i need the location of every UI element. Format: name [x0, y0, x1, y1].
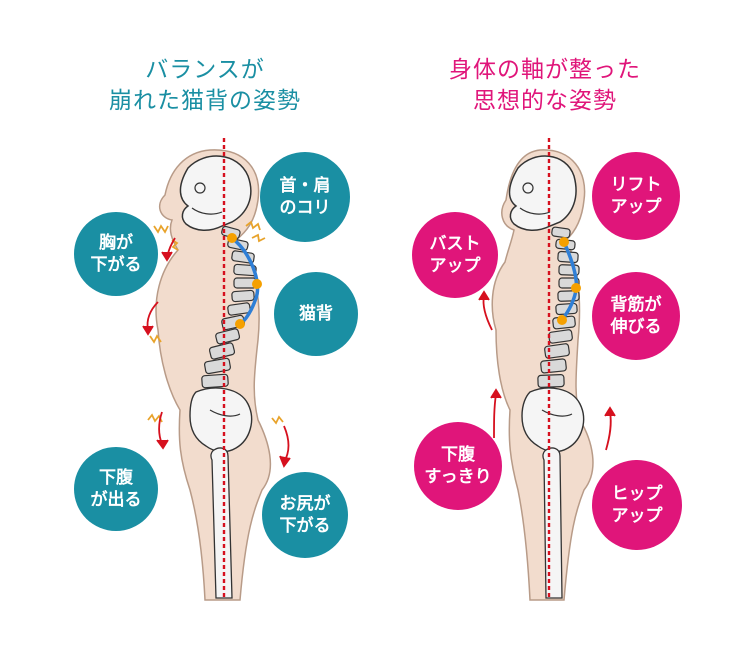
bubble-belly-slim: 下腹 すっきり — [414, 422, 502, 510]
right-joint-dot-1 — [559, 237, 569, 247]
bubble-hunchback-line1: 猫背 — [299, 304, 333, 324]
bubble-belly-out-line2: が出る — [90, 490, 142, 510]
arrow-down-icon — [142, 237, 291, 468]
bubble-neck-shoulder-line2: のコリ — [279, 198, 331, 218]
bubble-chest-drop: 胸が 下がる — [74, 212, 158, 296]
femur-icon — [542, 447, 563, 599]
left-title-line2: 崩れた猫背の姿勢 — [109, 88, 301, 114]
bubble-back-stretch-line1: 背筋が — [610, 295, 662, 315]
strain-zigzag-icon — [147, 220, 284, 425]
right-title: 身体の軸が整った 思想的な姿勢 — [380, 55, 710, 117]
right-joint-dot-2 — [571, 283, 581, 293]
bubble-chest-drop-line1: 胸が — [99, 233, 133, 253]
bubble-bust-up-line1: バスト — [429, 234, 481, 254]
bubble-hip-up-line1: ヒップ — [611, 484, 663, 504]
left-figure — [142, 138, 291, 601]
left-joint-dot-1 — [227, 233, 237, 243]
bubble-lift-up-line2: アップ — [610, 197, 662, 217]
bubble-belly-slim-line1: 下腹 — [441, 445, 475, 465]
bubble-neck-shoulder-line1: 首・肩 — [279, 176, 331, 196]
bubble-back-stretch-line2: 伸びる — [610, 317, 662, 337]
left-joint-dot-2 — [252, 279, 262, 289]
left-joint-dot-3 — [235, 319, 245, 329]
bubble-hip-drop: お尻が 下がる — [262, 472, 348, 558]
spine-icon — [537, 226, 580, 388]
bubble-belly-slim-line2: すっきり — [424, 467, 492, 487]
bubble-belly-out: 下腹 が出る — [74, 447, 158, 531]
right-figure — [478, 138, 616, 601]
bubble-chest-drop-line2: 下がる — [90, 255, 142, 275]
bubble-back-stretch: 背筋が 伸びる — [592, 272, 680, 360]
left-title-line1: バランスが — [145, 57, 265, 83]
bubble-hip-up: ヒップ アップ — [592, 460, 682, 550]
bubble-lift-up-line1: リフト — [610, 175, 662, 195]
right-title-line2: 思想的な姿勢 — [473, 88, 617, 114]
femur-icon — [210, 447, 233, 599]
bubble-hip-up-line2: アップ — [611, 506, 663, 526]
arrow-up-icon — [478, 290, 616, 451]
left-spine-curve-line — [230, 236, 260, 326]
bubble-hip-drop-line1: お尻が — [279, 494, 331, 514]
left-title: バランスが 崩れた猫背の姿勢 — [40, 55, 370, 117]
right-joint-dot-3 — [557, 315, 567, 325]
bubble-bust-up: バスト アップ — [412, 212, 498, 298]
right-title-line1: 身体の軸が整った — [449, 57, 641, 83]
bubble-bust-up-line2: アップ — [429, 256, 481, 276]
bubble-neck-shoulder: 首・肩 のコリ — [260, 152, 350, 242]
bubble-belly-out-line1: 下腹 — [99, 468, 133, 488]
bubble-hip-drop-line2: 下がる — [279, 516, 331, 536]
bubble-lift-up: リフト アップ — [592, 152, 680, 240]
bubble-hunchback: 猫背 — [274, 272, 358, 356]
